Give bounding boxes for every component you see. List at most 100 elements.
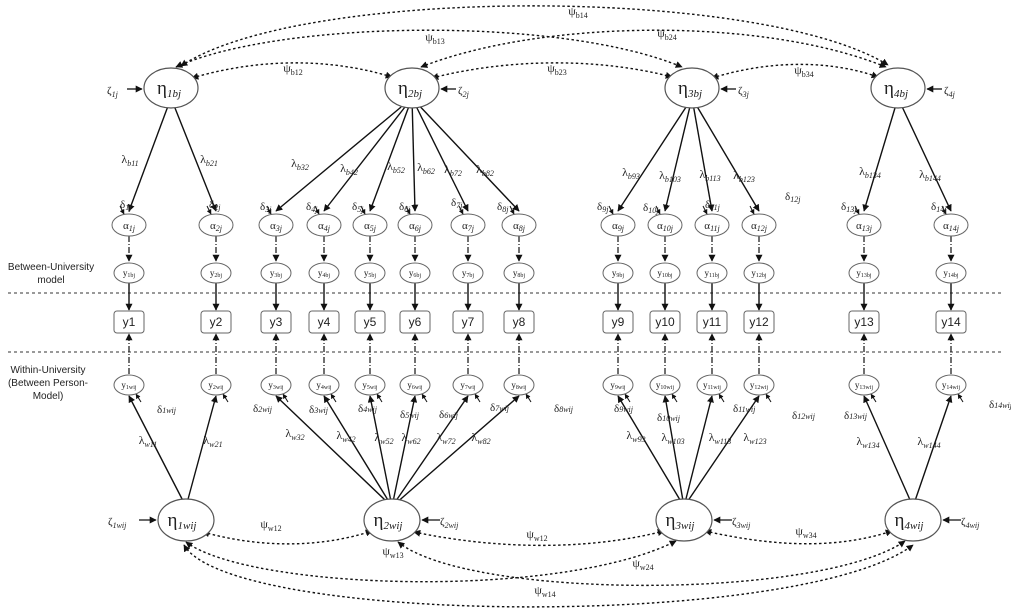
delta-between-arrow: [119, 205, 125, 215]
ywithin-ellipse: [935, 374, 967, 396]
delta-within-label: δ4wij: [358, 403, 378, 415]
lambda-between-label: λb123: [733, 168, 755, 184]
ybetween-ellipse: [649, 262, 681, 284]
delta-between-arrow: [206, 205, 212, 215]
within-model-label: (Between Person-: [8, 378, 88, 389]
between-latent-label: η2bj: [398, 78, 422, 100]
delta-between-arrow: [702, 205, 708, 215]
delta-between-label: δ4j: [306, 201, 318, 214]
lambda-within-label: λw93: [626, 428, 645, 444]
observed-label: y14: [941, 315, 961, 329]
ywithin-label: y5wij: [362, 380, 378, 391]
observed-box: [452, 310, 484, 334]
within-loading-arrow: [687, 395, 760, 501]
delta-between-arrow: [266, 205, 272, 215]
between-latent-ellipse: [384, 67, 440, 109]
zeta-label: ζ1wij: [108, 516, 127, 530]
psi-between-label: ψb13: [425, 30, 445, 46]
within-latent-ellipse: [655, 498, 713, 542]
within-latent-label: η4wij: [895, 510, 924, 532]
ybetween-ellipse: [354, 262, 386, 284]
ybetween-label: y1bj: [123, 268, 136, 279]
psi-b14-curve: [180, 5, 889, 67]
observed-label: y1: [123, 315, 136, 329]
nodes-layer: [111, 67, 969, 542]
delta-within-label: δ13wij: [844, 410, 868, 422]
within-model-label: Model): [33, 391, 64, 402]
psi-between-label: ψb12: [283, 61, 303, 77]
ywithin-ellipse: [200, 374, 232, 396]
delta-within-label: δ12wij: [792, 410, 816, 422]
ybetween-label: y11bj: [705, 268, 720, 279]
delta-between-label: δ3j: [260, 201, 272, 214]
delta-between-arrow: [509, 205, 515, 215]
ybetween-label: y13bj: [856, 268, 872, 279]
ybetween-ellipse: [200, 262, 232, 284]
alpha-label: α11j: [704, 220, 720, 233]
lambda-within-label: λw123: [743, 430, 766, 446]
delta-within-label: δ10wij: [657, 412, 681, 424]
delta-between-arrow: [360, 205, 366, 215]
lambda-between-label: λb113: [699, 167, 720, 183]
observed-label: y5: [364, 315, 377, 329]
between-latent-ellipse: [143, 67, 199, 109]
ybetween-label: y4bj: [318, 268, 331, 279]
delta-between-arrow: [854, 205, 860, 215]
alpha-label: α4j: [318, 220, 331, 233]
delta-between-label: δ13j: [841, 201, 857, 214]
psi-w34-curve: [704, 528, 893, 545]
within-loading-arrow: [662, 395, 684, 501]
ybetween-ellipse: [848, 262, 880, 284]
lambda-between-label: λb42: [340, 161, 358, 177]
delta-within-arrow: [870, 393, 877, 403]
delta-within-label: δ5wij: [400, 409, 420, 421]
psi-within-label: ψw14: [534, 583, 555, 599]
observed-label: y7: [462, 315, 475, 329]
between-loading-arrow: [127, 106, 169, 212]
ybetween-ellipse: [399, 262, 431, 284]
between-loading-arrow: [696, 106, 760, 212]
ybetween-label: y2bj: [210, 268, 223, 279]
within-latent-label: η3wij: [666, 510, 695, 532]
alpha-ellipse: [352, 213, 388, 237]
ywithin-ellipse: [696, 374, 728, 396]
alpha-label: α6j: [409, 220, 422, 233]
delta-between-label: δ5j: [352, 201, 364, 214]
ywithin-label: y12wij: [750, 380, 769, 391]
ywithin-ellipse: [399, 374, 431, 396]
within-latent-label: η2wij: [374, 510, 403, 532]
delta-between-arrow: [314, 205, 320, 215]
ywithin-ellipse: [649, 374, 681, 396]
within-loading-arrow: [914, 395, 953, 501]
delta-within-arrow: [282, 393, 289, 403]
observed-box: [354, 310, 386, 334]
observed-box: [113, 310, 145, 334]
delta-within-arrow: [718, 393, 725, 403]
lambda-within-label: λw103: [661, 430, 684, 446]
delta-within-label: δ1wij: [157, 404, 177, 416]
lambda-within-label: λw52: [374, 430, 393, 446]
psi-within-label: ψw34: [795, 524, 816, 540]
observed-box: [696, 310, 728, 334]
zeta-label: ζ2j: [458, 85, 470, 99]
delta-between-label: δ1j: [120, 199, 132, 212]
alpha-ellipse: [450, 213, 486, 237]
ywithin-label: y8wij: [511, 380, 527, 391]
lambda-between-label: λb62: [417, 160, 435, 176]
between-loading-arrow: [275, 106, 402, 212]
ywithin-label: y11wij: [703, 380, 721, 391]
delta-within-label: δ8wij: [554, 403, 574, 415]
lambda-within-label: λw82: [471, 430, 490, 446]
observed-box: [200, 310, 232, 334]
delta-within-arrow: [765, 393, 772, 403]
alpha-ellipse: [198, 213, 234, 237]
observed-box: [260, 310, 292, 334]
delta-between-label: δ6j: [399, 201, 411, 214]
ywithin-label: y14wij: [942, 380, 961, 391]
psi-b24-curve: [420, 29, 887, 68]
alpha-label: α1j: [123, 220, 136, 233]
alpha-label: α7j: [462, 220, 475, 233]
between-loading-arrow: [862, 106, 896, 212]
ywithin-ellipse: [503, 374, 535, 396]
labels-layer: Between-UniversitymodelWithin-University…: [8, 4, 1011, 599]
